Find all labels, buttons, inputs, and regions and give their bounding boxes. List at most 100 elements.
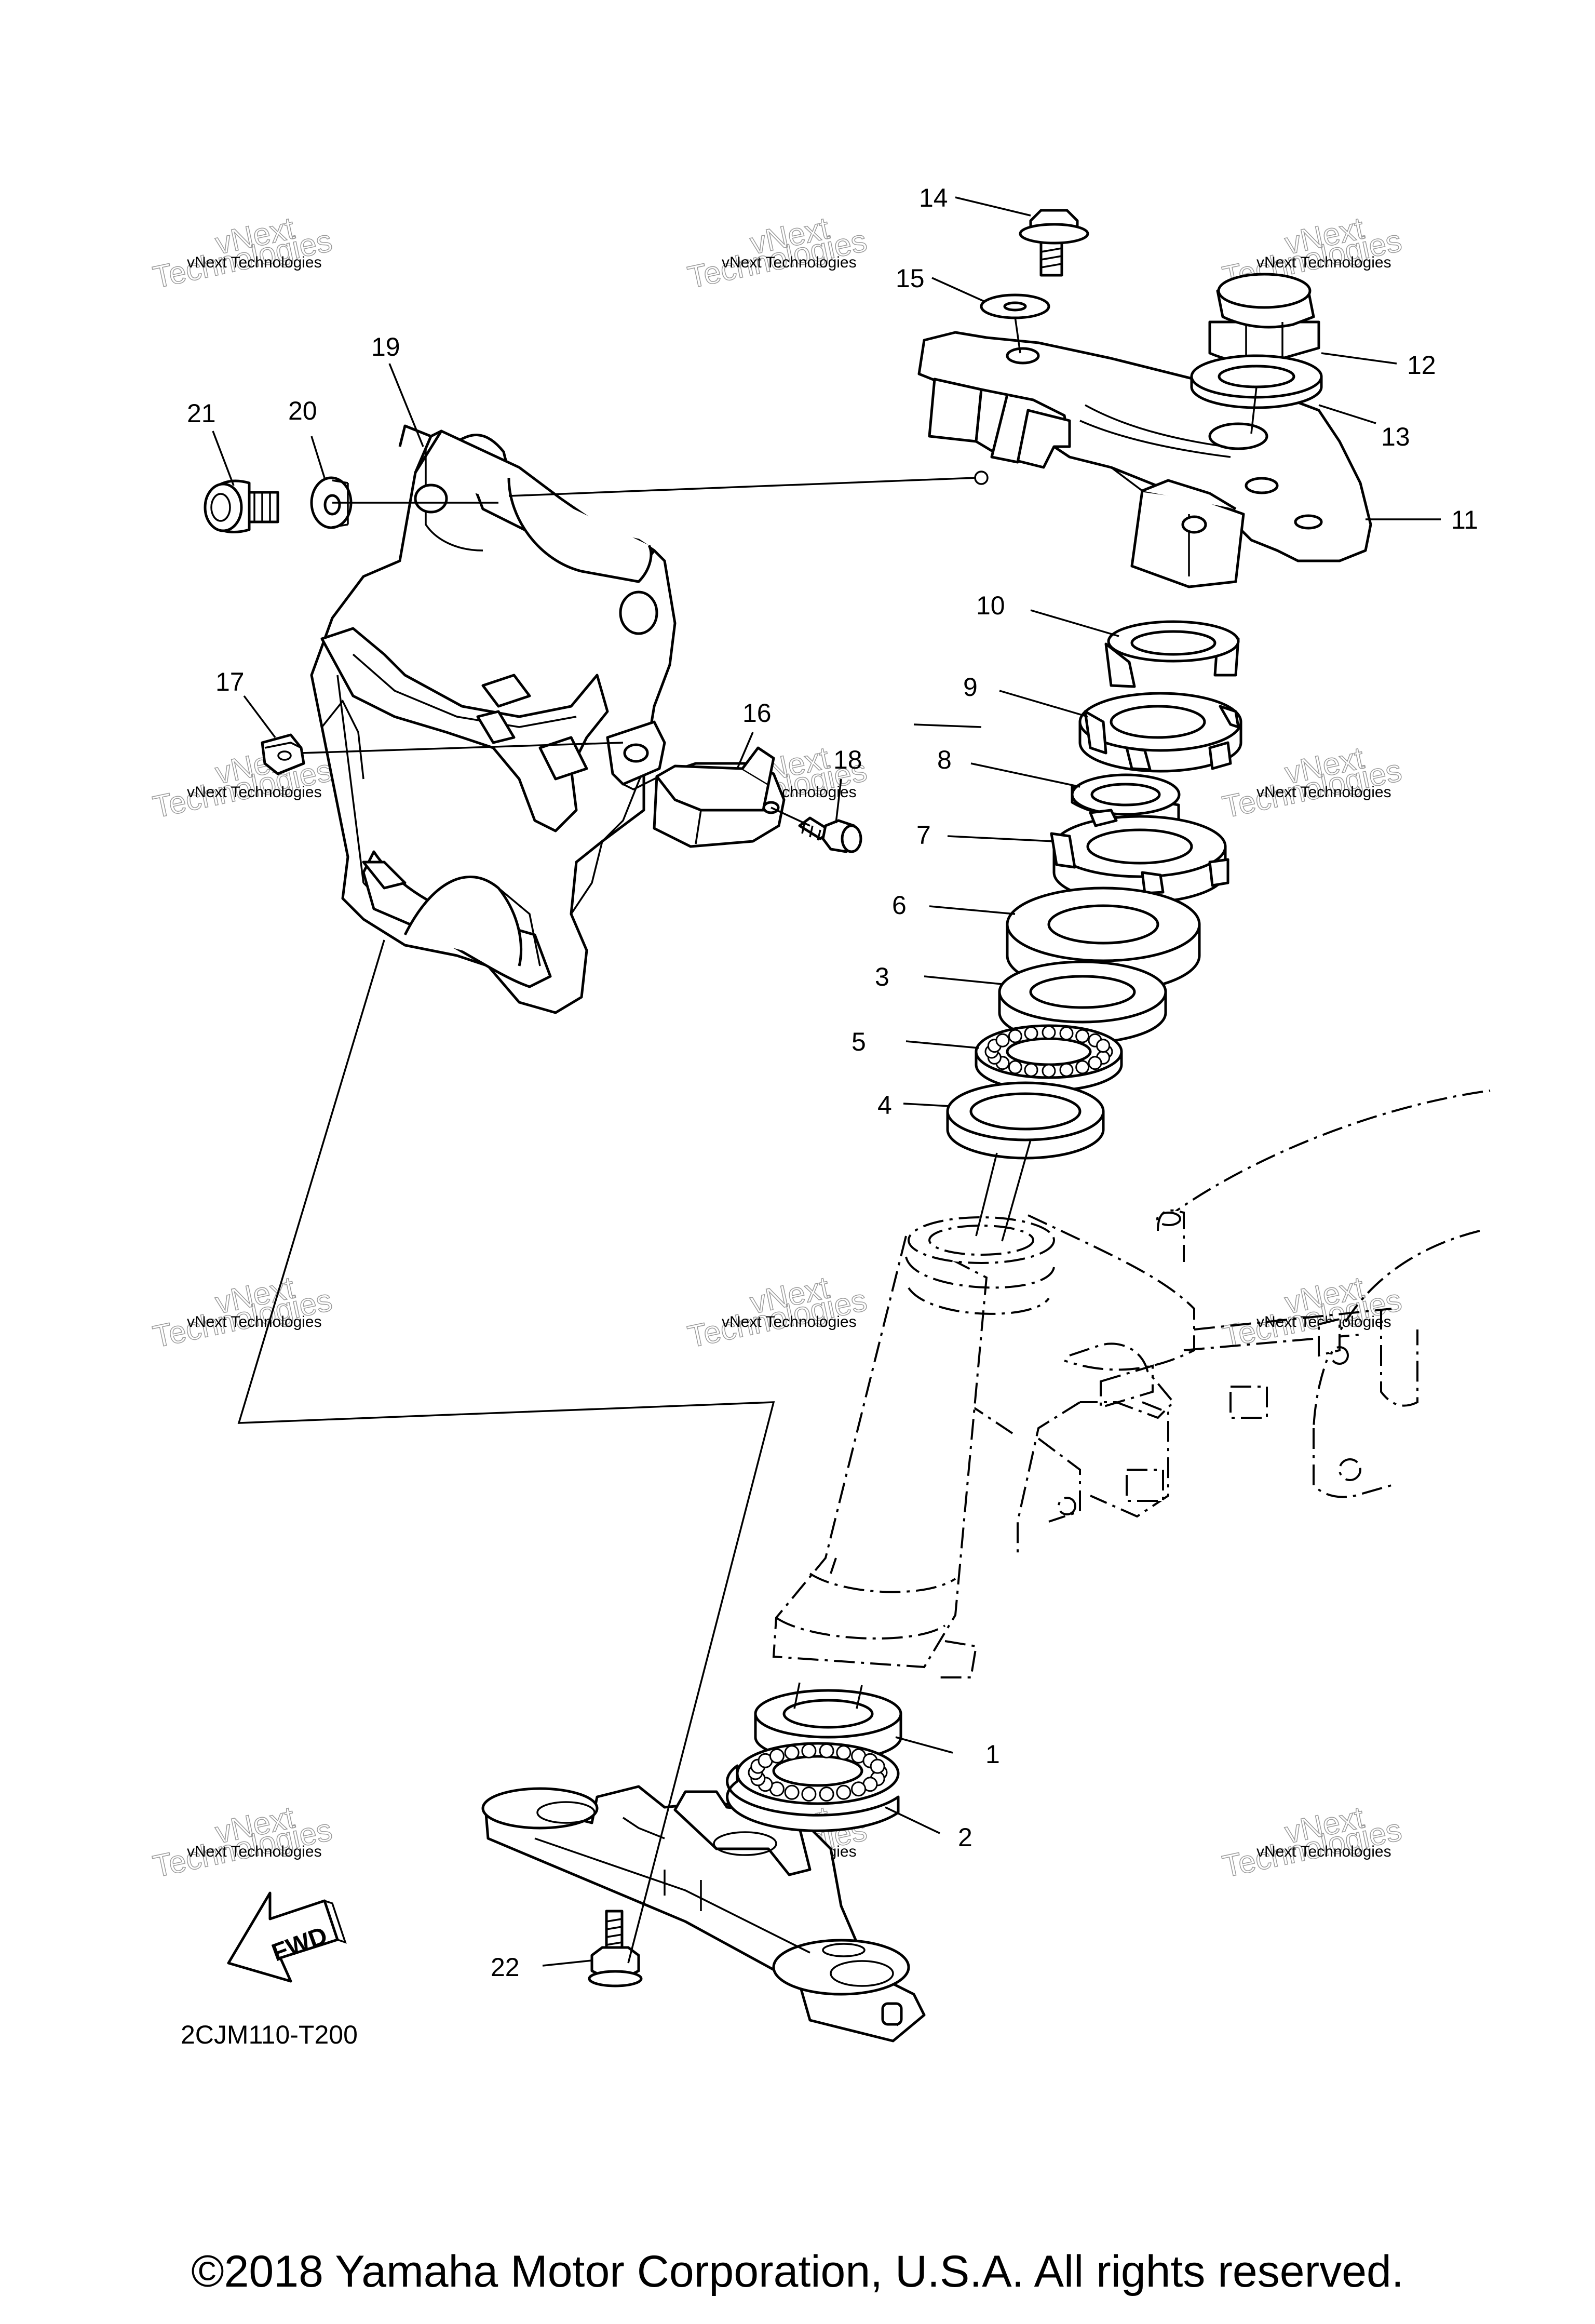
watermark-text: vNext Technologies bbox=[187, 1843, 322, 1860]
callout-19: 19 bbox=[371, 332, 400, 361]
bearing-ball bbox=[1042, 1064, 1056, 1078]
part-5-upper-bearing bbox=[975, 1024, 1123, 1092]
bearing-ball bbox=[1059, 1026, 1074, 1041]
callout-15: 15 bbox=[896, 264, 925, 293]
bearing-ball bbox=[995, 1033, 1010, 1047]
part-3-race bbox=[998, 960, 1167, 1044]
part-12-crown-nut bbox=[1208, 273, 1320, 364]
bearing-ball bbox=[870, 1758, 885, 1774]
bearing-balls bbox=[748, 1743, 888, 1802]
callout-8: 8 bbox=[937, 745, 952, 774]
assembly-line-17 bbox=[301, 742, 624, 754]
callout-17: 17 bbox=[215, 667, 245, 696]
assembly-line-19-22 bbox=[237, 939, 775, 1964]
fwd-arrow-icon: FWD bbox=[227, 1891, 347, 1983]
part-2-lower-bearing bbox=[726, 1742, 900, 1832]
bearing-ball bbox=[836, 1745, 851, 1761]
callout-16: 16 bbox=[742, 698, 772, 728]
callout-14: 14 bbox=[919, 183, 948, 212]
copyright-notice: ©2018 Yamaha Motor Corporation, U.S.A. A… bbox=[191, 2247, 1404, 2296]
watermark-text: vNext Technologies bbox=[722, 254, 857, 271]
bearing-ball bbox=[819, 1743, 834, 1758]
callout-3: 3 bbox=[875, 962, 889, 991]
part-20-washer bbox=[310, 476, 353, 529]
bearing-ball bbox=[1008, 1060, 1022, 1074]
callout-4: 4 bbox=[877, 1091, 892, 1120]
part-11-upper-bracket bbox=[917, 331, 1372, 588]
callout-7: 7 bbox=[916, 821, 931, 850]
bearing-ball bbox=[784, 1745, 800, 1761]
bearing-ball bbox=[1088, 1056, 1102, 1070]
callout-21: 21 bbox=[187, 399, 216, 428]
bearing-balls bbox=[984, 1025, 1113, 1078]
bearing-ball bbox=[801, 1786, 817, 1802]
watermark-text: vNext Technologies bbox=[1256, 1843, 1391, 1860]
watermark-text: vNext Technologies bbox=[187, 784, 322, 801]
assembly-guide-line bbox=[975, 1152, 998, 1237]
watermark-text: vNext Technologies bbox=[187, 254, 322, 271]
bearing-ball bbox=[1075, 1029, 1090, 1043]
part-13-washer bbox=[1190, 354, 1323, 434]
callout-9: 9 bbox=[963, 673, 978, 702]
part-19-cover bbox=[310, 424, 677, 1014]
part-22-bolt bbox=[588, 1910, 643, 1987]
bearing-ball bbox=[836, 1784, 851, 1800]
diagram-code: 2CJM110-T200 bbox=[181, 2020, 358, 2049]
part-14-bolt bbox=[1019, 209, 1089, 277]
bearing-ball bbox=[1075, 1060, 1090, 1074]
callout-6: 6 bbox=[892, 891, 907, 920]
bearing-ball bbox=[1024, 1063, 1038, 1077]
callout-22: 22 bbox=[491, 1953, 520, 1982]
part-8-washer bbox=[1071, 773, 1181, 823]
part-9-locknut bbox=[1078, 692, 1242, 773]
part-18-bolt bbox=[798, 816, 862, 853]
callout-1: 1 bbox=[985, 1740, 1000, 1769]
bearing-ball bbox=[1042, 1025, 1056, 1040]
callout-5: 5 bbox=[851, 1027, 866, 1056]
bearing-ball bbox=[801, 1743, 817, 1758]
callout-12: 12 bbox=[1407, 351, 1436, 380]
watermark-text: vNext Technologies bbox=[722, 1313, 857, 1331]
bearing-ball bbox=[819, 1786, 834, 1802]
bearing-ball bbox=[851, 1781, 867, 1797]
callout-labels: 1 2 3 4 5 6 7 8 9 10 11 12 13 14 15 16 1… bbox=[187, 183, 1478, 1982]
bearing-ball bbox=[1059, 1063, 1074, 1077]
bearing-ball bbox=[1024, 1026, 1038, 1041]
assembly-line-19-11 bbox=[508, 477, 977, 497]
assembly-line-18 bbox=[771, 807, 810, 827]
watermark-text: vNext Technologies bbox=[1256, 784, 1391, 801]
part-21-bolt bbox=[204, 479, 279, 533]
bearing-ball bbox=[1008, 1029, 1022, 1043]
leader-lines bbox=[212, 196, 1441, 1967]
part-16-clamp bbox=[653, 746, 786, 848]
bearing-ball bbox=[769, 1748, 785, 1764]
callout-10: 10 bbox=[976, 591, 1005, 620]
part-15-washer bbox=[980, 293, 1050, 354]
part-1-lower-race bbox=[754, 1682, 902, 1762]
assembly-guide-line bbox=[1001, 1139, 1032, 1242]
watermark-text: vNext Technologies bbox=[187, 1313, 322, 1331]
callout-11: 11 bbox=[1451, 505, 1478, 534]
bearing-ball bbox=[1096, 1039, 1111, 1053]
part-10-washer bbox=[1104, 620, 1240, 688]
callout-18: 18 bbox=[833, 745, 862, 774]
callout-20: 20 bbox=[288, 396, 317, 425]
part-17-clip-nut bbox=[261, 733, 305, 775]
bearing-ball bbox=[784, 1784, 800, 1800]
part-4-race bbox=[946, 1081, 1105, 1160]
callout-2: 2 bbox=[958, 1823, 972, 1852]
watermark-text: vNext Technologies bbox=[1256, 254, 1391, 271]
lower-bracket bbox=[481, 1785, 926, 2043]
frame-outline bbox=[965, 1090, 1491, 1558]
head-pipe bbox=[772, 1216, 1055, 1678]
callout-13: 13 bbox=[1381, 422, 1410, 451]
